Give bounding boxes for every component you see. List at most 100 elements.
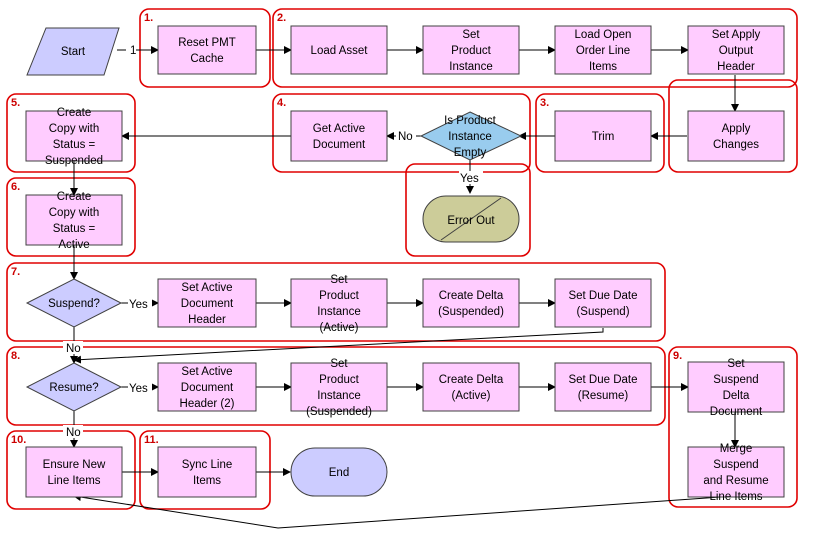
edge-labels: 1 No Yes Yes No Yes No	[63, 44, 483, 439]
node-label-line: Instance	[317, 306, 360, 318]
node-label-line: Load Open	[575, 29, 632, 41]
group-label-2: 2.	[277, 12, 286, 24]
node-label-line: Product	[319, 374, 359, 386]
node-label-line: Trim	[592, 131, 615, 143]
node-label-line: Delta	[723, 390, 750, 402]
node-label-line: Empty	[454, 147, 487, 159]
node-label-line: Suspend	[713, 459, 758, 471]
group-6	[6, 177, 136, 257]
node-label-line: Header (2)	[180, 398, 235, 410]
node-label-line: Document	[181, 382, 234, 394]
node-label-line: Copy with	[49, 207, 100, 219]
node-label-line: Header	[188, 314, 226, 326]
get-active-doc-node	[290, 110, 388, 162]
node-label-line: Items	[193, 475, 221, 487]
group-4-ext	[405, 163, 531, 257]
merge-node	[687, 446, 785, 498]
group-label-6: 6.	[11, 181, 20, 193]
set-pi-suspended-node	[290, 362, 388, 412]
edge-label-no-resume: No	[66, 427, 81, 439]
node-label-line: Product	[319, 290, 359, 302]
due-suspend-node	[554, 278, 652, 328]
set-active-doc-header2-node	[157, 362, 257, 412]
edge-due-resume	[73, 328, 604, 364]
load-asset-node	[290, 25, 388, 75]
group-label-1: 1.	[144, 12, 153, 24]
resume-decision-label: Resume?	[49, 382, 98, 394]
node-label-line: Cache	[190, 53, 223, 65]
set-product-instance-node	[422, 25, 520, 75]
node-label-line: Instance	[449, 61, 492, 73]
node-label-line: (Active)	[452, 390, 491, 402]
edge-label-yes-suspend: Yes	[129, 299, 148, 311]
node-label-line: Set Due Date	[568, 290, 637, 302]
group-label-10: 10.	[11, 434, 26, 446]
node-label-line: Changes	[713, 139, 759, 151]
node-label-line: (Suspended)	[306, 406, 372, 418]
node-label-line: Copy with	[49, 123, 100, 135]
end-node	[290, 447, 388, 497]
node-label-line: Status =	[53, 139, 96, 151]
group-9	[668, 346, 798, 508]
group-label-4: 4.	[277, 97, 286, 109]
edge-label-yes-empty: Yes	[460, 173, 479, 185]
node-label-line: Set Active	[181, 366, 232, 378]
end-label: End	[329, 467, 349, 479]
node-label-line: Get Active	[313, 123, 365, 135]
node-label-line: Document	[313, 139, 366, 151]
edge-merge-ensure	[73, 493, 736, 529]
delta-active-label: Create Delta (Active)	[439, 374, 504, 402]
copy-active-node	[25, 194, 123, 246]
suspend-decision-label: Suspend?	[48, 298, 100, 310]
node-label-line: Set	[462, 29, 480, 41]
group-label-11: 11.	[144, 434, 159, 446]
node-label-line: Set Due Date	[568, 374, 637, 386]
node-label-line: (Suspended)	[438, 306, 504, 318]
is-product-empty-node	[419, 111, 523, 161]
group-5	[6, 93, 136, 173]
node-label-line: Line Items	[709, 491, 762, 503]
load-asset-label: Load Asset	[311, 45, 369, 57]
due-resume-node	[554, 362, 652, 412]
node-label-line: Order Line	[576, 45, 630, 57]
node-label-line: Status =	[53, 223, 96, 235]
group-label-5: 5.	[11, 97, 20, 109]
edges	[70, 46, 739, 529]
group-4	[272, 93, 531, 173]
start-label: Start	[61, 46, 86, 58]
node-label-line: Is Product	[444, 115, 497, 127]
set-pi-active-node	[290, 278, 388, 328]
node-label-line: Create Delta	[439, 374, 504, 386]
set-apply-output-node	[687, 25, 785, 75]
node-label-line: Create	[57, 191, 92, 203]
node-label-line: (Suspend)	[576, 306, 629, 318]
node-label-line: Instance	[448, 131, 491, 143]
reset-pmt-cache-node	[157, 25, 257, 75]
node-label-line: Ensure New	[43, 459, 106, 471]
group-borders	[6, 8, 798, 510]
node-label-line: Header	[717, 61, 755, 73]
node-label-line: Sync Line	[182, 459, 233, 471]
group-7	[6, 262, 666, 342]
group-numbers: 1. 2. 3. 4. 5. 6. 7. 8. 9. 10. 11.	[11, 12, 682, 446]
apply-changes-node	[687, 110, 785, 162]
group-label-7: 7.	[11, 266, 20, 278]
node-label-line: Set	[330, 274, 348, 286]
node-label-line: Document	[181, 298, 234, 310]
node-label-line: Product	[451, 45, 491, 57]
edge-label-1: 1	[130, 45, 136, 57]
group-8	[6, 346, 666, 426]
group-1	[139, 8, 271, 88]
